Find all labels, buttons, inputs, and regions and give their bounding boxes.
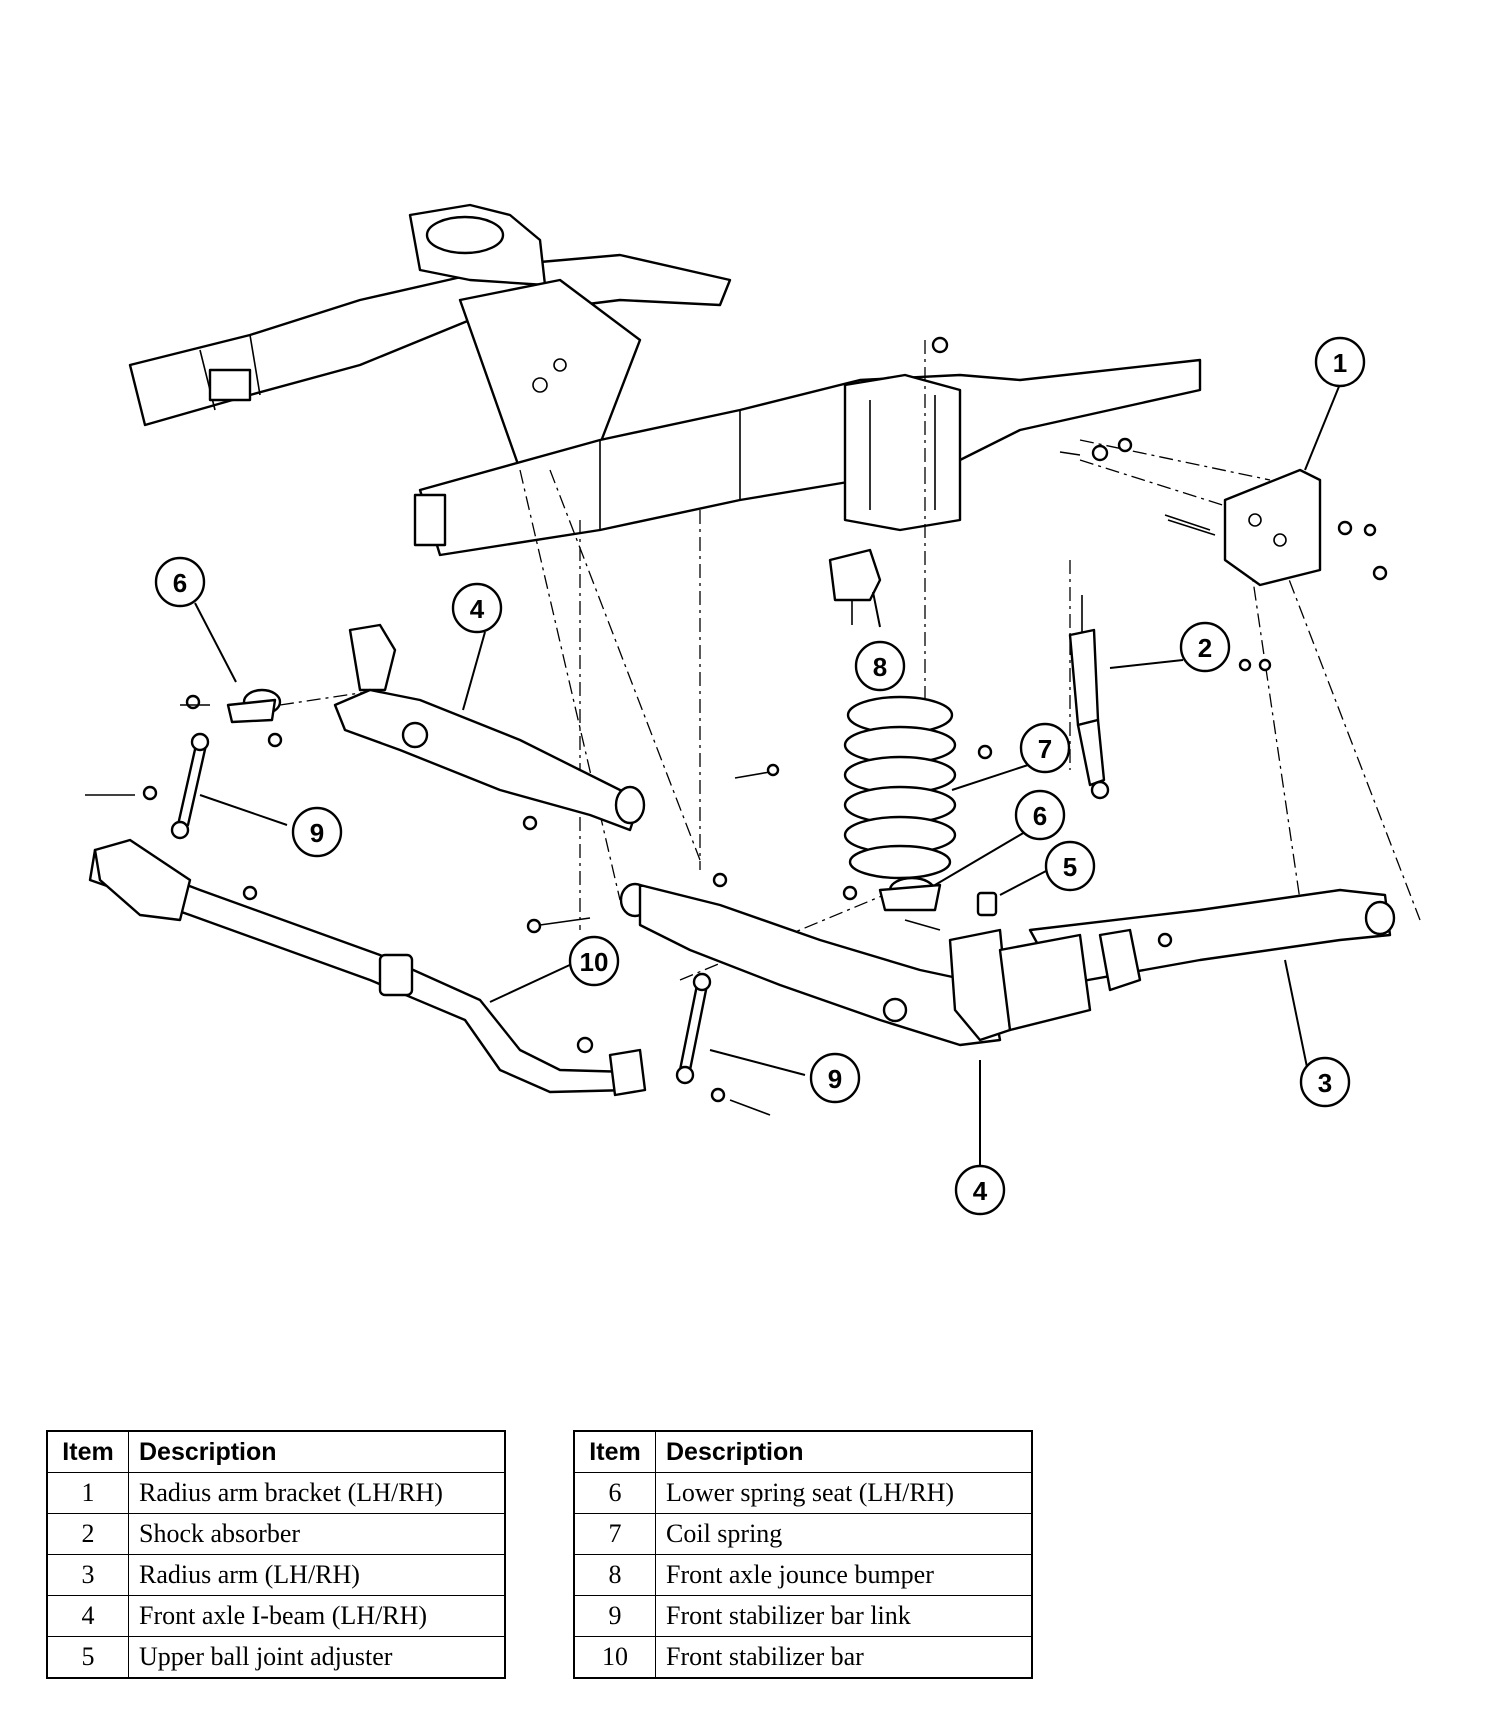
legend-description: Radius arm (LH/RH) [128,1554,506,1596]
upper-ball-joint-adjuster [976,891,998,917]
callout-8: 8 [854,640,906,692]
description-header: Description [655,1430,1033,1473]
callout-label: 4 [470,594,485,624]
callout-label: 9 [310,818,324,848]
legend-description: Shock absorber [128,1513,506,1555]
callout-6-left: 6 [154,556,206,608]
fasteners [180,336,1388,1054]
legend-header-row: Item Description [573,1430,1033,1473]
callout-label: 1 [1333,348,1347,378]
coil-spring [843,695,957,880]
frame-assembly [128,203,1202,557]
front-axle-i-beam-right [619,882,1092,1047]
callout-3: 3 [1299,1056,1351,1108]
legend-item: 8 [573,1554,656,1596]
callout-2: 2 [1179,621,1231,673]
callout-label: 10 [580,947,609,977]
callout-label: 9 [828,1064,842,1094]
legend-item: 6 [573,1472,656,1514]
callout-label: 8 [873,652,887,682]
callout-label: 2 [1198,633,1212,663]
legend-description: Front stabilizer bar link [655,1595,1033,1637]
legend-item: 2 [46,1513,129,1555]
leader-lines [194,383,1341,1172]
legend-description: Radius arm bracket (LH/RH) [128,1472,506,1514]
legend-row: 10 Front stabilizer bar [573,1636,1033,1679]
legend-item: 3 [46,1554,129,1596]
callout-9-left: 9 [291,806,343,858]
assembly-lines [279,340,1421,981]
lower-spring-seat-left [185,688,283,748]
legend-row: 9 Front stabilizer bar link [573,1595,1033,1637]
stabilizer-bar-links [85,732,771,1116]
legend-item: 7 [573,1513,656,1555]
legend-item: 5 [46,1636,129,1679]
callout-4-upper: 4 [451,582,503,634]
legend-description: Upper ball joint adjuster [128,1636,506,1679]
jounce-bumper [828,548,882,625]
front-axle-i-beam-left [333,623,646,832]
item-header: Item [573,1430,656,1473]
legend-table-left: Item Description 1 Radius arm bracket (L… [46,1430,506,1679]
legend-row: 7 Coil spring [573,1513,1033,1555]
callout-9-right: 9 [809,1052,861,1104]
callout-6-right: 6 [1014,789,1066,841]
legend-item: 10 [573,1636,656,1679]
legend-description: Lower spring seat (LH/RH) [655,1472,1033,1514]
legend-row: 2 Shock absorber [46,1513,506,1555]
legend-item: 1 [46,1472,129,1514]
callout-5: 5 [1044,840,1096,892]
callout-4-lower: 4 [954,1164,1006,1216]
callout-label: 6 [1033,801,1047,831]
callout-10: 10 [568,935,620,987]
legend-description: Front stabilizer bar [655,1636,1033,1679]
legend-description: Front axle I-beam (LH/RH) [128,1595,506,1637]
callout-7: 7 [1019,722,1071,774]
shock-absorber [1068,595,1110,800]
legend-item: 4 [46,1595,129,1637]
suspension-exploded-diagram: 1 2 3 4 4 5 6 6 7 8 9 9 [85,203,1421,1216]
callout-label: 3 [1318,1068,1332,1098]
callout-label: 5 [1063,852,1077,882]
legend-row: 5 Upper ball joint adjuster [46,1636,506,1679]
lower-spring-seat [878,876,942,912]
description-header: Description [128,1430,506,1473]
stabilizer-bar [88,838,647,1097]
legend-description: Front axle jounce bumper [655,1554,1033,1596]
callout-label: 6 [173,568,187,598]
callout-label: 4 [973,1176,988,1206]
legend-table-right: Item Description 6 Lower spring seat (LH… [573,1430,1033,1679]
callout-label: 7 [1038,734,1052,764]
legend-header-row: Item Description [46,1430,506,1473]
legend-description: Coil spring [655,1513,1033,1555]
legend-row: 8 Front axle jounce bumper [573,1554,1033,1596]
item-header: Item [46,1430,129,1473]
radius-arm [1028,888,1396,992]
legend-row: 1 Radius arm bracket (LH/RH) [46,1472,506,1514]
legend-row: 4 Front axle I-beam (LH/RH) [46,1595,506,1637]
callout-1: 1 [1314,336,1366,388]
legend-row: 3 Radius arm (LH/RH) [46,1554,506,1596]
legend-item: 9 [573,1595,656,1637]
legend-row: 6 Lower spring seat (LH/RH) [573,1472,1033,1514]
radius-arm-bracket [1167,468,1322,587]
